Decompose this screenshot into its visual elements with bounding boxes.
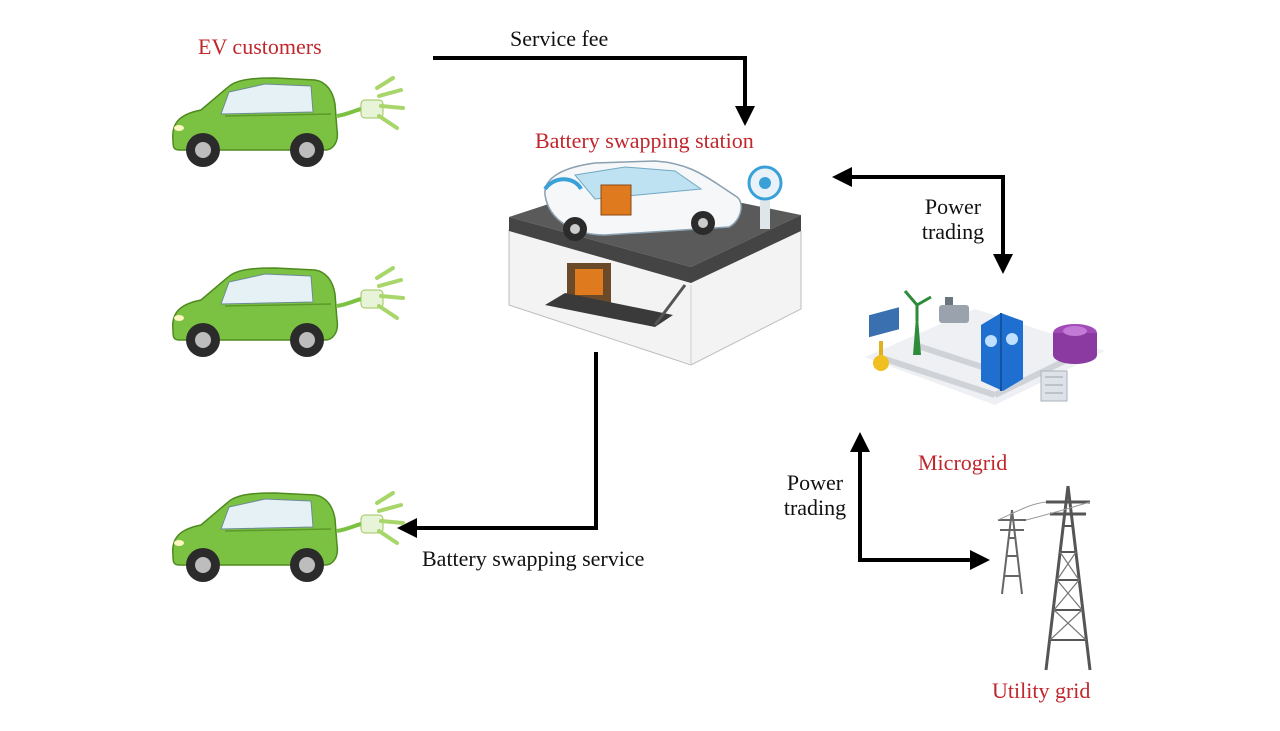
plug-icon [336, 266, 405, 320]
power-trading-bottom-label: Power trading [774, 470, 856, 521]
power-trading-top-arrow [832, 167, 1013, 274]
green-car-icon [172, 77, 339, 167]
ev-car-2 [172, 266, 405, 357]
power-trading-top-line2: trading [921, 219, 985, 245]
ev-customers-label: EV customers [198, 34, 322, 59]
microgrid-icon [865, 290, 1105, 405]
green-car-icon [172, 267, 339, 357]
plug-icon [336, 491, 405, 545]
battery-swapping-service-arrow [397, 352, 598, 538]
ev-car-1 [172, 76, 405, 167]
microgrid-label: Microgrid [918, 450, 1008, 475]
swap-station-icon [508, 160, 802, 366]
battery-swapping-service-label: Battery swapping service [422, 546, 645, 571]
green-car-icon [172, 492, 339, 582]
power-trading-top-label: Power trading [912, 194, 994, 245]
power-trading-top-line1: Power [924, 194, 982, 219]
power-trading-bottom-line1: Power [786, 470, 844, 495]
ev-car-3 [172, 491, 405, 582]
power-trading-bottom-line2: trading [783, 495, 847, 521]
battery-swapping-station-label: Battery swapping station [535, 128, 754, 153]
service-fee-arrow [433, 56, 755, 126]
utility-grid-label: Utility grid [992, 678, 1091, 703]
power-trading-bottom-arrow [850, 432, 990, 570]
plug-icon [336, 76, 405, 130]
power-tower-icon [997, 485, 1092, 671]
service-fee-label: Service fee [510, 26, 609, 51]
